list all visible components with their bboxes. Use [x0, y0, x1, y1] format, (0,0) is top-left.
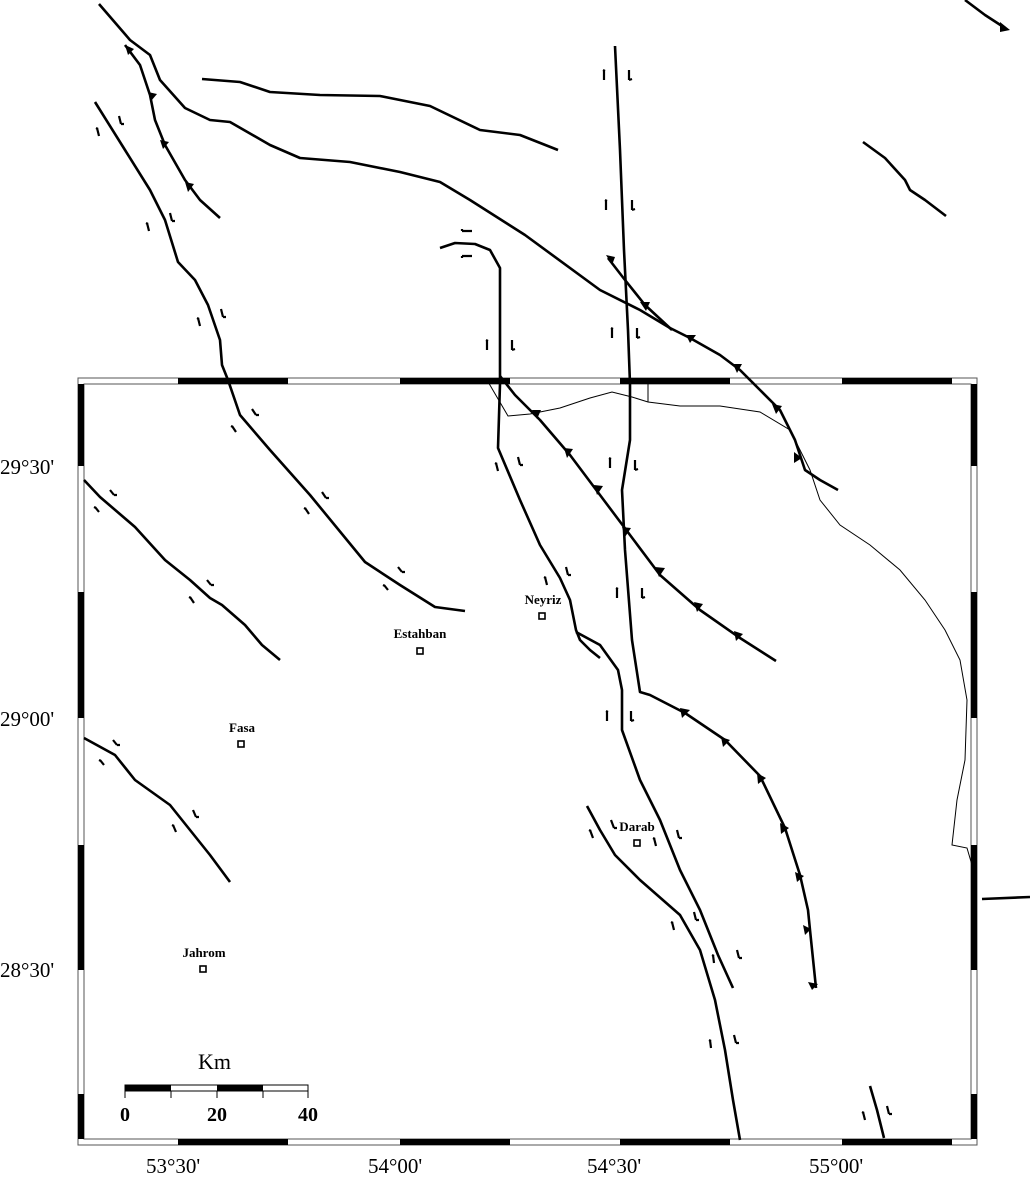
fault-line — [498, 375, 777, 663]
city-marker-darab — [633, 839, 641, 847]
scale-bar-tick-20: 20 — [207, 1104, 227, 1126]
fault-line — [201, 77, 559, 152]
fault-line — [83, 479, 281, 661]
thrust-triangle — [680, 708, 690, 718]
fault-line — [123, 44, 221, 219]
thrust-triangle — [734, 631, 743, 641]
latitude-label-29-00: 29°00' — [0, 707, 55, 731]
thrust-triangle — [125, 45, 134, 55]
thrust-triangle — [794, 452, 802, 463]
fault-line — [868, 1085, 886, 1139]
city-label-darab: Darab — [619, 819, 655, 834]
scale-bar-title: Km — [198, 1049, 231, 1074]
fault-line — [98, 3, 839, 492]
longitude-label-55-00: 55°00' — [809, 1154, 864, 1178]
thrust-triangle — [564, 448, 573, 458]
city-label-jahrom: Jahrom — [182, 945, 226, 960]
thrust-triangle — [532, 410, 541, 419]
latitude-label-28-30: 28°30' — [0, 958, 55, 982]
scale-bar-tick-0: 0 — [120, 1104, 130, 1126]
thrust-triangle — [694, 602, 703, 612]
thrust-triangle — [148, 92, 157, 101]
longitude-label-54-30: 54°30' — [587, 1154, 642, 1178]
longitude-label-54-00: 54°00' — [368, 1154, 423, 1178]
thrust-triangle — [185, 182, 194, 192]
thrust-triangle — [1000, 22, 1010, 32]
city-markers — [199, 612, 641, 973]
thrust-triangle — [686, 335, 696, 343]
city-marker-estahban — [416, 647, 424, 655]
fault-line — [93, 101, 466, 613]
city-marker-jahrom — [199, 965, 207, 973]
scale-bar-tick-40: 40 — [298, 1104, 318, 1126]
map-frame — [77, 377, 978, 1146]
strike-slip-markers — [93, 69, 892, 1121]
city-marker-fasa — [237, 740, 245, 748]
fault-line — [585, 805, 742, 1141]
fault-line — [575, 630, 735, 989]
thrust-markers — [125, 22, 1010, 990]
thrust-triangle — [757, 773, 766, 784]
fault-line — [981, 895, 1030, 901]
thrust-triangle — [721, 737, 730, 747]
thrust-triangle — [606, 255, 615, 265]
thrust-triangle — [594, 485, 603, 495]
thrust-triangle — [655, 567, 665, 577]
scale-bar — [124, 1084, 309, 1098]
thrust-triangle — [808, 982, 818, 990]
province-boundary — [486, 379, 973, 866]
fault-line — [964, 0, 1006, 30]
longitude-label-53-30: 53°30' — [146, 1154, 201, 1178]
thrust-triangle — [733, 364, 742, 373]
thrust-triangle — [795, 872, 804, 882]
thrust-triangle — [622, 527, 631, 537]
thrust-triangle — [160, 140, 169, 149]
thrust-triangle — [780, 823, 789, 834]
thrust-triangle — [803, 925, 811, 935]
thrust-triangle — [640, 302, 650, 311]
fault-line — [83, 736, 232, 883]
city-label-fasa: Fasa — [229, 720, 255, 735]
thrust-triangle — [772, 404, 782, 414]
fault-line — [613, 45, 818, 989]
fault-line — [606, 257, 673, 331]
fault-line — [862, 140, 947, 218]
fault-line — [439, 241, 601, 660]
city-label-neyriz: Neyriz — [524, 592, 562, 607]
city-label-estahban: Estahban — [393, 626, 447, 641]
fault-lines — [83, 0, 1030, 1141]
latitude-label-29-30: 29°30' — [0, 455, 55, 479]
city-marker-neyriz — [538, 612, 546, 620]
